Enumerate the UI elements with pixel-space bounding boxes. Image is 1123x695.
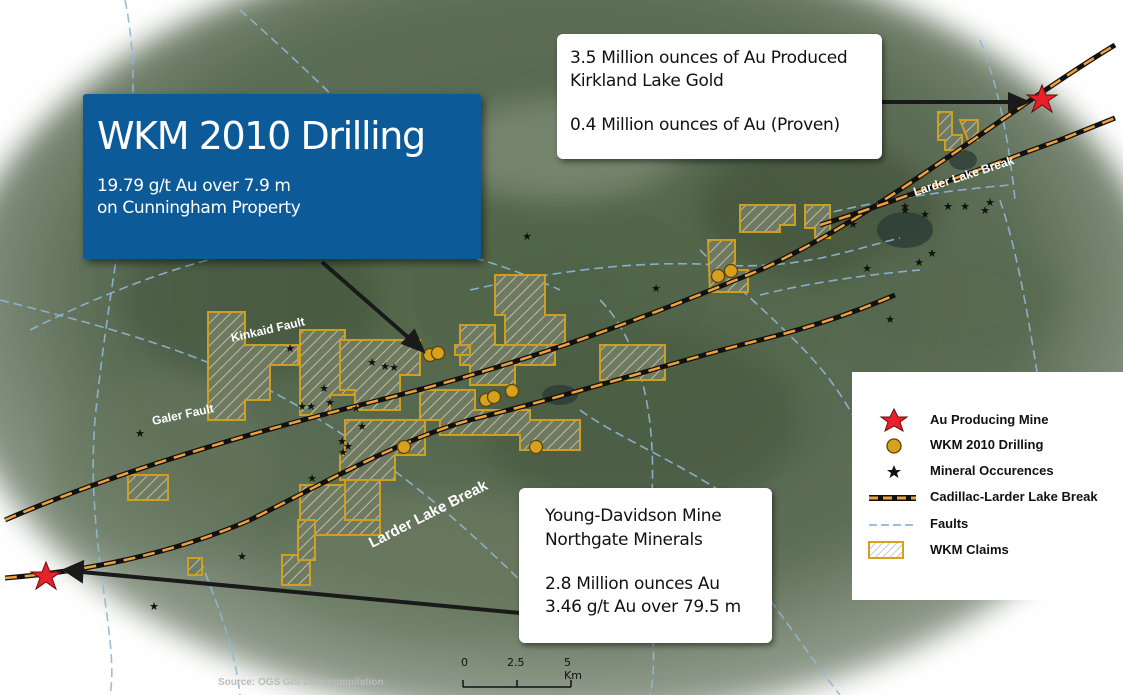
young-line-2: Northgate Minerals: [545, 530, 703, 550]
svg-text:★: ★: [237, 550, 247, 563]
svg-text:★: ★: [651, 282, 661, 295]
svg-text:★: ★: [337, 435, 347, 448]
svg-text:★: ★: [135, 427, 145, 440]
svg-text:★: ★: [900, 200, 910, 213]
wkm-callout-line-2: on Cunningham Property: [97, 198, 301, 218]
svg-text:★: ★: [343, 440, 353, 453]
young-davidson-callout: Young-Davidson Mine Northgate Minerals 2…: [519, 488, 772, 643]
legend-label-wkm-drilling: WKM 2010 Drilling: [930, 437, 1044, 452]
young-line-3: 2.8 Million ounces Au: [545, 574, 720, 594]
svg-text:★: ★: [900, 204, 910, 217]
legend-item-au-mine: Au Producing Mine: [852, 408, 1123, 432]
scale-tick-0: 0: [461, 656, 468, 669]
legend-item-faults: Faults: [852, 512, 1123, 536]
callout-arrows: [61, 91, 1031, 615]
scale-tick-5: 5 Km: [564, 656, 582, 682]
black-star-icon: [887, 465, 901, 478]
wkm-drilling-callout: WKM 2010 Drilling 19.79 g/t Au over 7.9 …: [83, 94, 481, 259]
wkm-claims: [127, 111, 979, 586]
svg-text:★: ★: [927, 247, 937, 260]
svg-text:★: ★: [325, 396, 335, 409]
kirkland-line-2: Kirkland Lake Gold: [570, 71, 724, 91]
blue-dashed-line-icon: [869, 524, 916, 526]
legend-item-claims: WKM Claims: [852, 538, 1123, 562]
svg-text:★: ★: [862, 262, 872, 275]
svg-text:★: ★: [920, 208, 930, 221]
svg-text:★: ★: [149, 600, 159, 613]
svg-text:★: ★: [351, 402, 361, 415]
svg-text:★: ★: [367, 356, 377, 369]
svg-text:★: ★: [960, 200, 970, 213]
legend-label-cadillac-break: Cadillac-Larder Lake Break: [930, 489, 1098, 504]
hatched-box-icon: [868, 541, 904, 559]
young-line-4: 3.46 g/t Au over 79.5 m: [545, 597, 741, 617]
kirkland-callout: 3.5 Million ounces of Au Produced Kirkla…: [557, 34, 882, 159]
legend-label-mineral: Mineral Occurences: [930, 463, 1054, 478]
au-producing-mines: [29, 83, 1059, 591]
svg-text:★: ★: [306, 400, 316, 413]
legend-label-au-mine: Au Producing Mine: [930, 412, 1049, 427]
cadillac-larder-lake-break: [4, 42, 1117, 581]
orange-black-dashed-line-icon: [869, 495, 916, 501]
lakes: [542, 150, 977, 405]
svg-text:★: ★: [307, 472, 317, 485]
young-davidson-mine-star-icon: [29, 560, 63, 591]
svg-text:★: ★: [380, 360, 390, 373]
svg-text:★: ★: [980, 204, 990, 217]
svg-text:★: ★: [914, 256, 924, 269]
kirkland-line-3: 0.4 Million ounces of Au (Proven): [570, 115, 840, 135]
legend-label-faults: Faults: [930, 516, 969, 531]
young-line-1: Young-Davidson Mine: [545, 506, 722, 526]
red-star-icon: [879, 408, 909, 432]
kirkland-line-1: 3.5 Million ounces of Au Produced: [570, 48, 848, 68]
scale-bar: 0 2.5 5 Km: [455, 656, 585, 692]
svg-text:★: ★: [885, 313, 895, 326]
wkm-callout-title: WKM 2010 Drilling: [97, 114, 426, 158]
svg-text:★: ★: [522, 230, 532, 243]
legend-label-claims: WKM Claims: [930, 542, 1009, 557]
legend-item-wkm-drilling: WKM 2010 Drilling: [852, 433, 1123, 457]
svg-text:★: ★: [357, 420, 367, 433]
svg-text:★: ★: [285, 342, 295, 355]
scale-line: [462, 680, 572, 688]
legend-item-cadillac-break: Cadillac-Larder Lake Break: [852, 485, 1123, 509]
map-legend: Au Producing Mine WKM 2010 Drilling Mine…: [852, 372, 1123, 600]
svg-text:★: ★: [848, 218, 858, 231]
legend-item-mineral: Mineral Occurences: [852, 459, 1123, 483]
mineral-occurrences: ★★★ ★★★ ★★★ ★★★ ★★★ ★★★ ★★★ ★★★ ★★★ ★★★ …: [135, 196, 995, 613]
svg-text:★: ★: [319, 382, 329, 395]
source-credit: Source: OGS GIS Data compilation: [218, 677, 384, 688]
gold-circle-icon: [886, 438, 902, 454]
svg-text:★: ★: [338, 446, 348, 459]
wkm-callout-line-1: 19.79 g/t Au over 7.9 m: [97, 176, 291, 196]
kirkland-mine-star-icon: [1025, 83, 1059, 114]
scale-tick-2-5: 2.5: [507, 656, 525, 669]
svg-text:★: ★: [985, 196, 995, 209]
svg-text:★: ★: [943, 200, 953, 213]
svg-text:★: ★: [297, 400, 307, 413]
wkm-drill-holes: [396, 263, 739, 455]
svg-text:★: ★: [389, 361, 399, 374]
